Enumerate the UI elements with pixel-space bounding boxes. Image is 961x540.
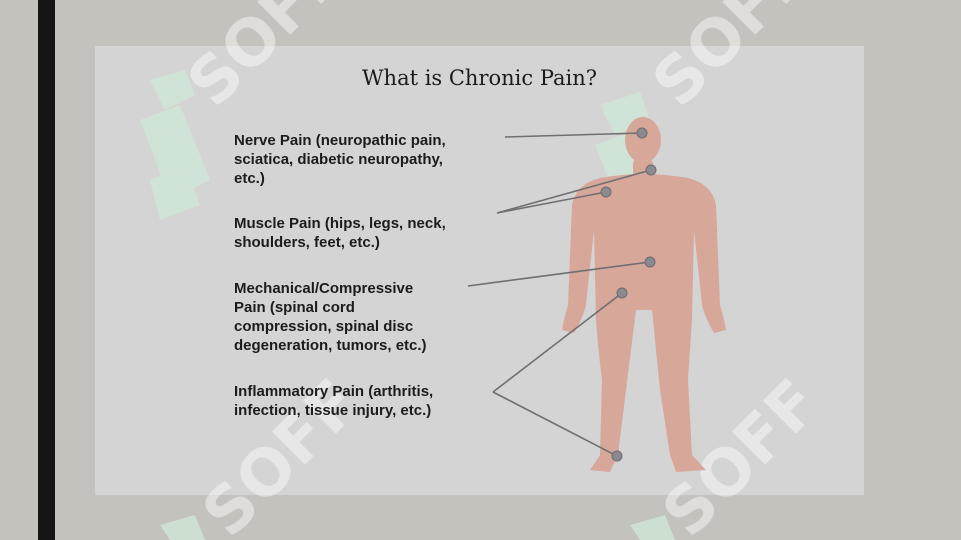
watermark-logo (140, 70, 210, 220)
watermark-text: SOFF (174, 0, 359, 121)
label-muscle-pain: Muscle Pain (hips, legs, neck, shoulders… (234, 215, 446, 251)
watermark-logo (160, 515, 675, 540)
leader-lines (467, 132, 652, 457)
label-mechanical-pain: Mechanical/Compressive Pain (spinal cord… (234, 280, 427, 354)
left-accent-bar (38, 0, 55, 540)
pain-marker-shoulder (600, 186, 612, 198)
pain-markers (600, 127, 657, 462)
pain-marker-foot (611, 450, 623, 462)
pain-marker-spine (644, 256, 656, 268)
human-silhouette (562, 117, 726, 472)
leader-line-inflammatory-hip (492, 292, 623, 393)
leader-line-muscle-shoulder (496, 191, 607, 214)
watermark-text: SOFF (639, 0, 824, 121)
leader-line-nerve (504, 132, 643, 138)
label-inflammatory-pain: Inflammatory Pain (arthritis, infection,… (234, 383, 434, 419)
page-title: What is Chronic Pain? (361, 66, 598, 90)
slide-panel (95, 46, 864, 495)
pain-marker-head (636, 127, 648, 139)
leader-line-muscle-neck (496, 169, 652, 214)
leader-line-mechanical (467, 261, 651, 287)
label-nerve-pain: Nerve Pain (neuropathic pain, sciatica, … (234, 132, 446, 187)
pain-marker-hip (616, 287, 628, 299)
leader-line-inflammatory-foot (492, 391, 618, 457)
pain-marker-neck (645, 164, 657, 176)
